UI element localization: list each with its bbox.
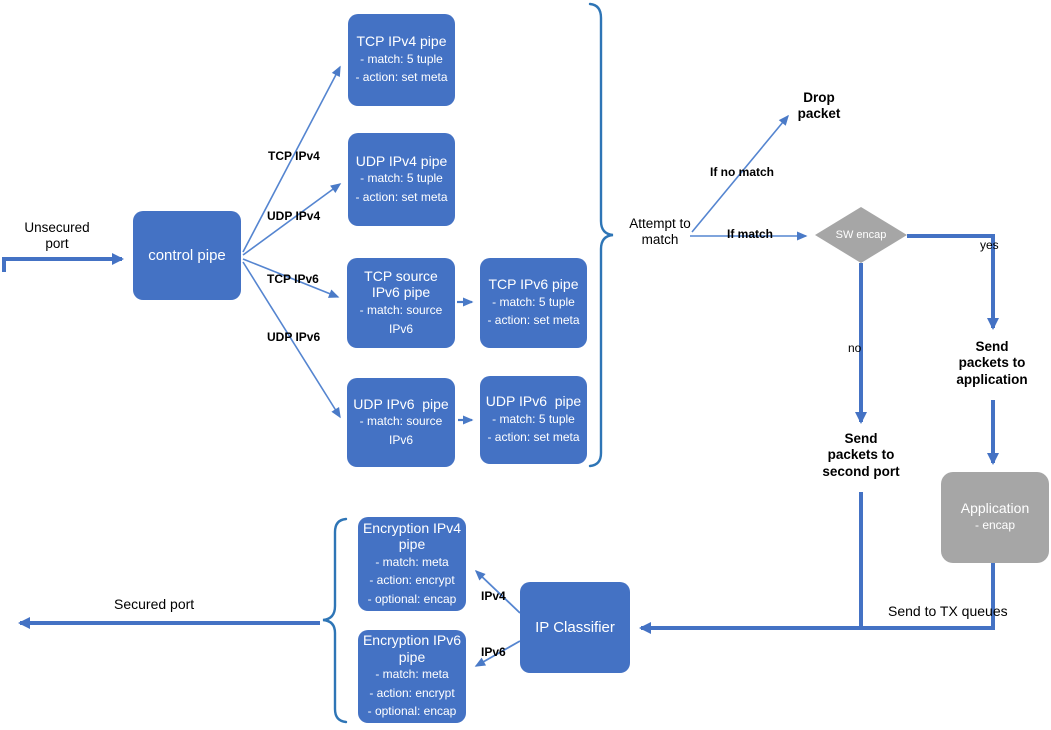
udp-ipv6-pipe-detail: - action: set meta: [487, 430, 580, 445]
udp-ipv4-pipe-detail: - match: 5 tuple: [360, 171, 443, 186]
no-label: no: [848, 341, 862, 355]
udp-ipv6-pipe-detail: - match: 5 tuple: [492, 411, 575, 426]
udp-ipv4-pipe-detail: - action: set meta: [355, 189, 448, 204]
application-title: Application: [960, 499, 1030, 516]
tcp-ipv4-pipe-detail: - action: set meta: [355, 70, 448, 85]
ipv6-edge-label: IPv6: [481, 645, 506, 659]
send-packets-to-application-label: Send packets to application: [956, 339, 1028, 387]
udp-ipv4-edge-label: UDP IPv4: [267, 209, 321, 223]
yes-label: yes: [980, 238, 999, 252]
encryption-ipv4-pipe-detail: - action: encrypt: [369, 573, 455, 588]
tcp-ipv6-pipe-node: TCP IPv6 pipe - match: 5 tuple - action:…: [480, 258, 587, 348]
classifier-to-encryption-ipv6-arrow: [474, 640, 521, 667]
classifier-to-encryption-ipv4-arrow: [474, 569, 521, 614]
tcp-ipv4-pipe-title: TCP IPv4 pipe: [356, 33, 447, 50]
if-match-label: If match: [727, 227, 774, 241]
encryption-ipv6-pipe-detail: - match: meta: [375, 667, 449, 682]
encryption-ipv6-pipe-node: Encryption IPv6 pipe - match: meta - act…: [358, 630, 466, 723]
application-detail: - encap: [974, 518, 1016, 533]
sw-encap-diamond: [815, 207, 907, 263]
drop-packet-label: Drop packet: [797, 90, 841, 122]
attempt-to-drop-arrow: [691, 114, 789, 233]
tcp-ipv6-edge-label: TCP IPv6: [267, 272, 319, 286]
udp-ipv6-pipe-title: UDP IPv6 pipe: [485, 393, 582, 410]
encryption-ipv4-pipe-title: Encryption IPv4 pipe: [362, 519, 465, 553]
encryption-ipv4-pipe-node: Encryption IPv4 pipe - match: meta - act…: [358, 517, 466, 611]
tcp-ipv4-pipe-detail: - match: 5 tuple: [360, 51, 443, 66]
control-to-udp-ipv4-line: [242, 183, 342, 256]
encryption-ipv6-pipe-title: Encryption IPv6 pipe: [362, 632, 465, 665]
control-to-udp-ipv6-line: [242, 261, 341, 419]
udp-ipv6-source-pipe-detail: - match: source IPv6: [359, 414, 446, 447]
udp-ipv6-source-pipe-node: UDP IPv6 pipe - match: source IPv6: [347, 378, 455, 467]
sw-encap-diamond-label: SW encap: [835, 229, 887, 241]
send-packets-to-second-port-label: Send packets to second port: [822, 431, 900, 479]
control-to-tcp-source-ipv6-line: [242, 258, 340, 298]
control-pipe-node: control pipe: [133, 211, 241, 300]
ipv4-edge-label: IPv4: [481, 589, 506, 603]
tcp-ipv6-pipe-detail: - match: 5 tuple: [492, 294, 575, 309]
unsecured-port-arrow: [2, 253, 124, 272]
tcp-ipv6-pipe-title: TCP IPv6 pipe: [488, 276, 579, 293]
ip-classifier-title: IP Classifier: [535, 618, 615, 636]
tcp-ipv6-pipe-detail: - action: set meta: [487, 313, 580, 328]
application-node: Application - encap: [941, 472, 1049, 563]
udp-ipv6-source-pipe-title: UDP IPv6 pipe: [353, 395, 449, 412]
control-pipe-title: control pipe: [148, 246, 226, 264]
encryption-ipv6-pipe-detail: - optional: encap: [367, 704, 457, 719]
diamond-yes-arrow: [907, 234, 999, 330]
tcp-source-ipv6-pipe-node: TCP source IPv6 pipe - match: source IPv…: [347, 258, 455, 348]
pipes-group-brace: [588, 2, 614, 468]
unsecured-port-label: Unsecured port: [24, 220, 90, 252]
tcp-ipv4-pipe-node: TCP IPv4 pipe - match: 5 tuple - action:…: [348, 14, 455, 106]
send-to-tx-queues-label: Send to TX queues: [888, 603, 1008, 619]
if-no-match-label: If no match: [710, 165, 775, 179]
udp-ipv4-pipe-node: UDP IPv4 pipe - match: 5 tuple - action:…: [348, 133, 455, 226]
attempt-to-match-label: Attempt to match: [629, 216, 691, 248]
ip-classifier-node: IP Classifier: [520, 582, 630, 673]
encryption-ipv6-pipe-detail: - action: encrypt: [369, 685, 455, 700]
udp-ipv6-pipe-node: UDP IPv6 pipe - match: 5 tuple - action:…: [480, 376, 587, 464]
encryption-ipv4-pipe-detail: - match: meta: [375, 554, 449, 569]
control-to-tcp-ipv4-line: [242, 65, 341, 253]
application-to-classifier-arrow: [639, 563, 995, 634]
encryption-ipv4-pipe-detail: - optional: encap: [367, 591, 457, 606]
tcp-source-ipv6-pipe-title: TCP source IPv6 pipe: [364, 267, 442, 301]
udp-ipv4-pipe-title: UDP IPv4 pipe: [355, 152, 448, 169]
udp-ipv6-edge-label: UDP IPv6: [267, 330, 321, 344]
encryption-group-brace: [322, 517, 348, 724]
secured-port-label: Secured port: [114, 596, 195, 612]
tcp-source-ipv6-pipe-detail: - match: source IPv6: [359, 302, 446, 336]
tcp-ipv4-edge-label: TCP IPv4: [268, 149, 320, 163]
